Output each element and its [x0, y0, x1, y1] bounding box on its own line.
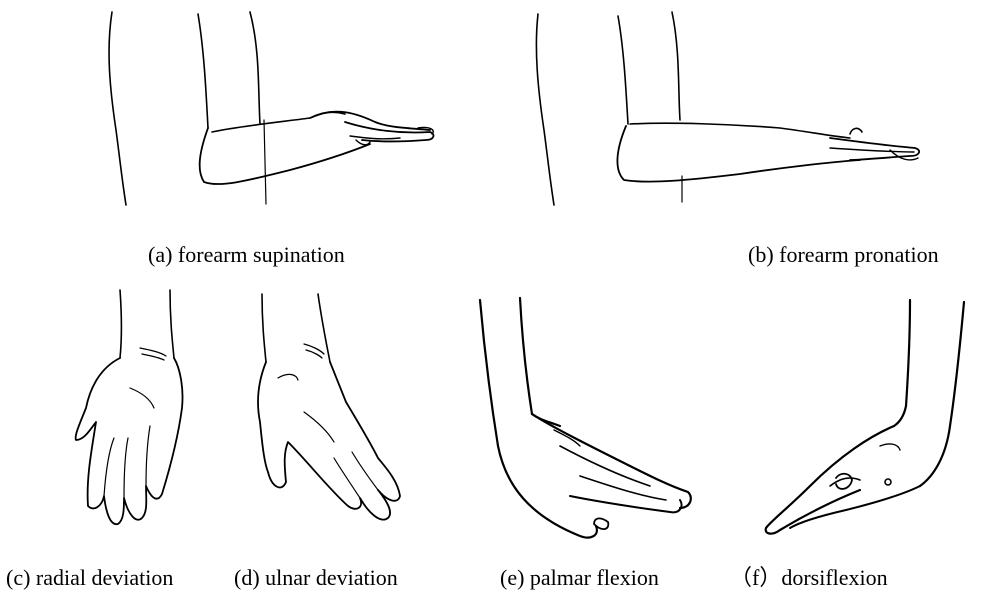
radial-deviation-drawing — [60, 288, 210, 553]
forearm-pronation-drawing — [530, 10, 930, 210]
caption-forearm-supination: (a) forearm supination — [148, 242, 345, 268]
forearm-supination-drawing — [100, 10, 450, 210]
panel-forearm-supination — [100, 10, 450, 210]
panel-ulnar-deviation — [248, 292, 418, 547]
caption-radial-deviation: (c) radial deviation — [6, 565, 173, 591]
dorsiflexion-drawing — [750, 296, 980, 546]
panel-forearm-pronation — [530, 10, 930, 210]
panel-palmar-flexion — [470, 296, 710, 546]
caption-ulnar-deviation: (d) ulnar deviation — [234, 565, 398, 591]
ulnar-deviation-drawing — [248, 292, 418, 547]
panel-dorsiflexion — [750, 296, 980, 546]
panel-radial-deviation — [60, 288, 210, 553]
caption-palmar-flexion: (e) palmar flexion — [500, 565, 659, 591]
palmar-flexion-drawing — [470, 296, 710, 546]
caption-dorsiflexion: （f）dorsiflexion — [730, 565, 888, 591]
caption-forearm-pronation: (b) forearm pronation — [748, 242, 939, 268]
